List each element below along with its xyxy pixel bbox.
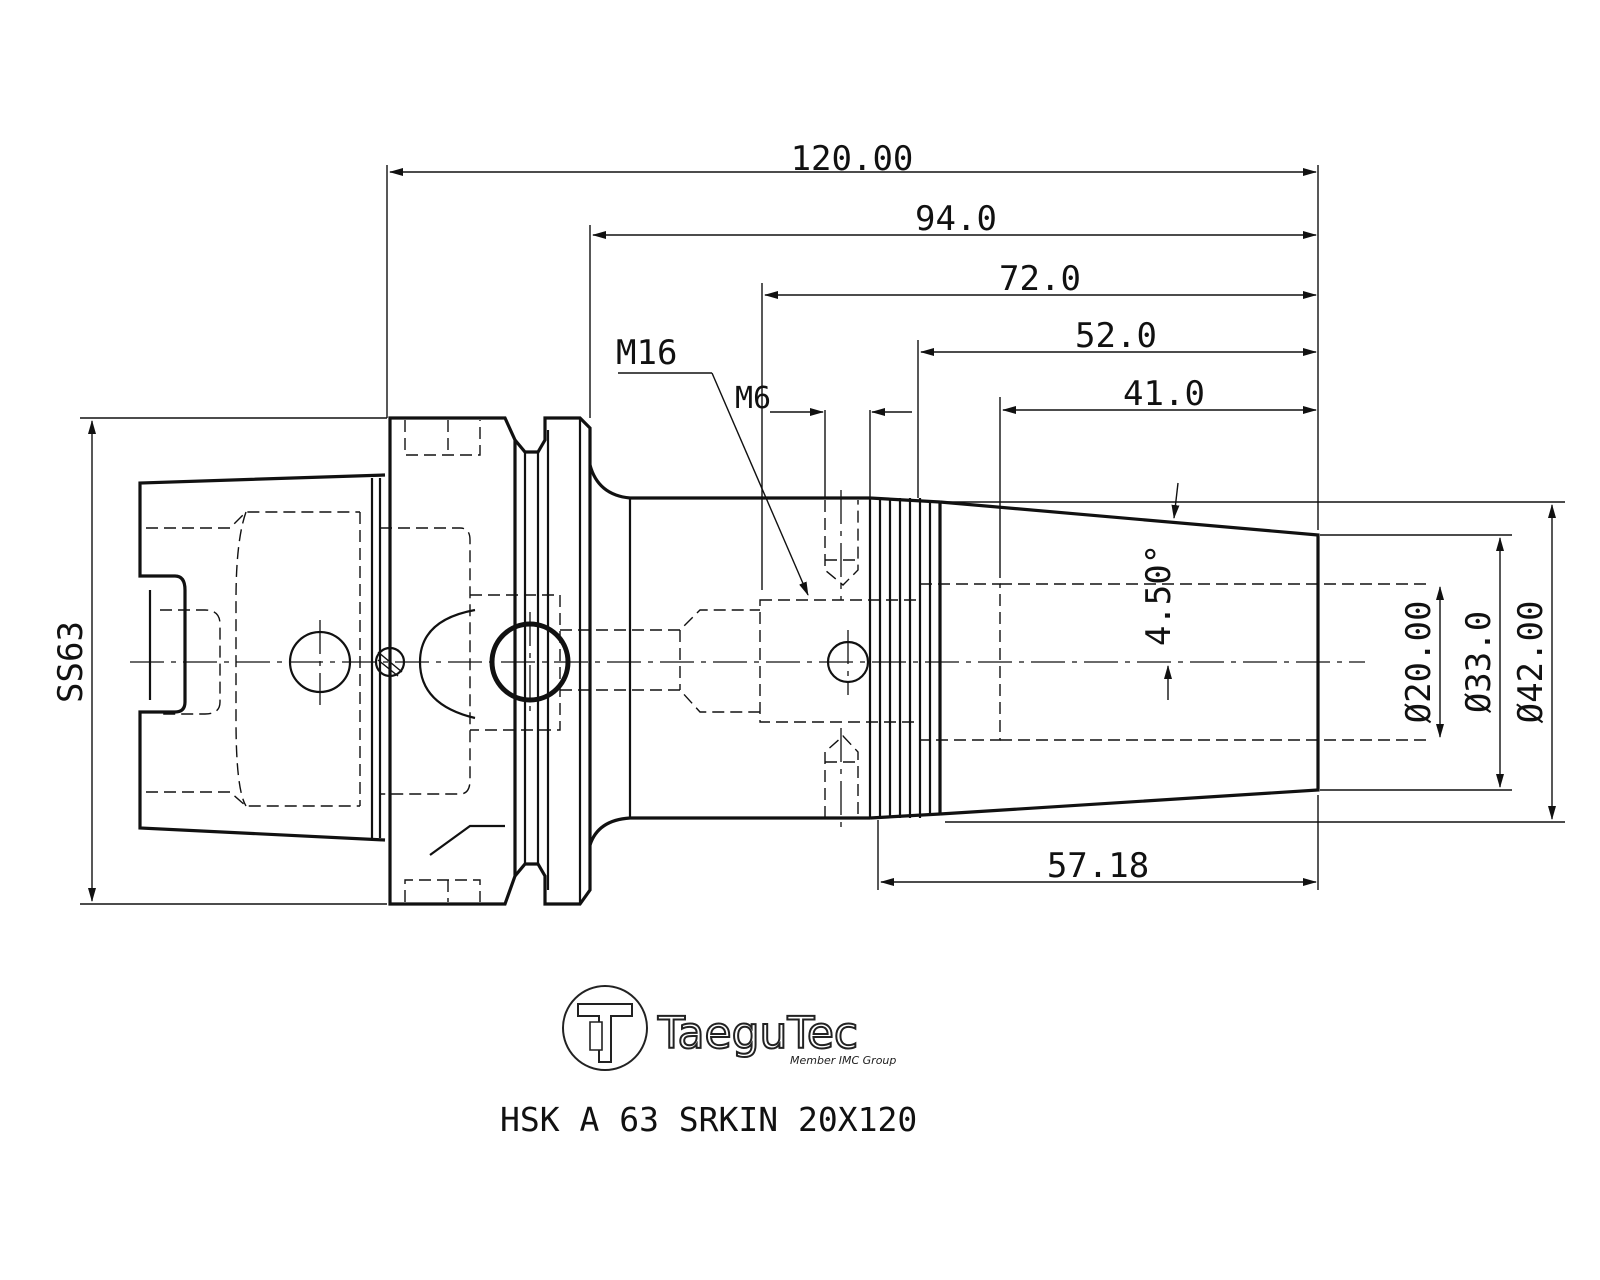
callout-thread-main: M16 (616, 333, 677, 373)
tool-holder-outline (138, 416, 1320, 906)
dim-nose-diameter: Ø33.0 (1459, 611, 1499, 713)
dim-thread-length: 57.18 (1047, 846, 1149, 886)
dim-overall-length: 120.00 (791, 139, 914, 179)
dim-bore-diameter: Ø20.00 (1399, 601, 1439, 724)
dim-shank: SS63 (51, 621, 91, 703)
hidden-lines (146, 420, 1430, 902)
dim-body-diameter: Ø42.00 (1511, 601, 1551, 724)
center-lines (130, 490, 1365, 830)
logo-tagline: Member IMC Group (790, 1054, 896, 1067)
taegutec-logo: TaeguTec Member IMC Group (562, 985, 896, 1071)
dim-41: 41.0 (1123, 374, 1205, 414)
part-number: HSK A 63 SRKIN 20X120 (500, 1100, 917, 1139)
dim-taper-angle: 4.50° (1139, 544, 1179, 646)
thread-section (868, 498, 942, 818)
dim-52: 52.0 (1075, 316, 1157, 356)
dim-72: 72.0 (999, 259, 1081, 299)
callout-thread-small: M6 (735, 381, 771, 416)
dim-94: 94.0 (915, 199, 997, 239)
dimensions (80, 165, 1565, 905)
logo-brand: TaeguTec (657, 1008, 858, 1059)
